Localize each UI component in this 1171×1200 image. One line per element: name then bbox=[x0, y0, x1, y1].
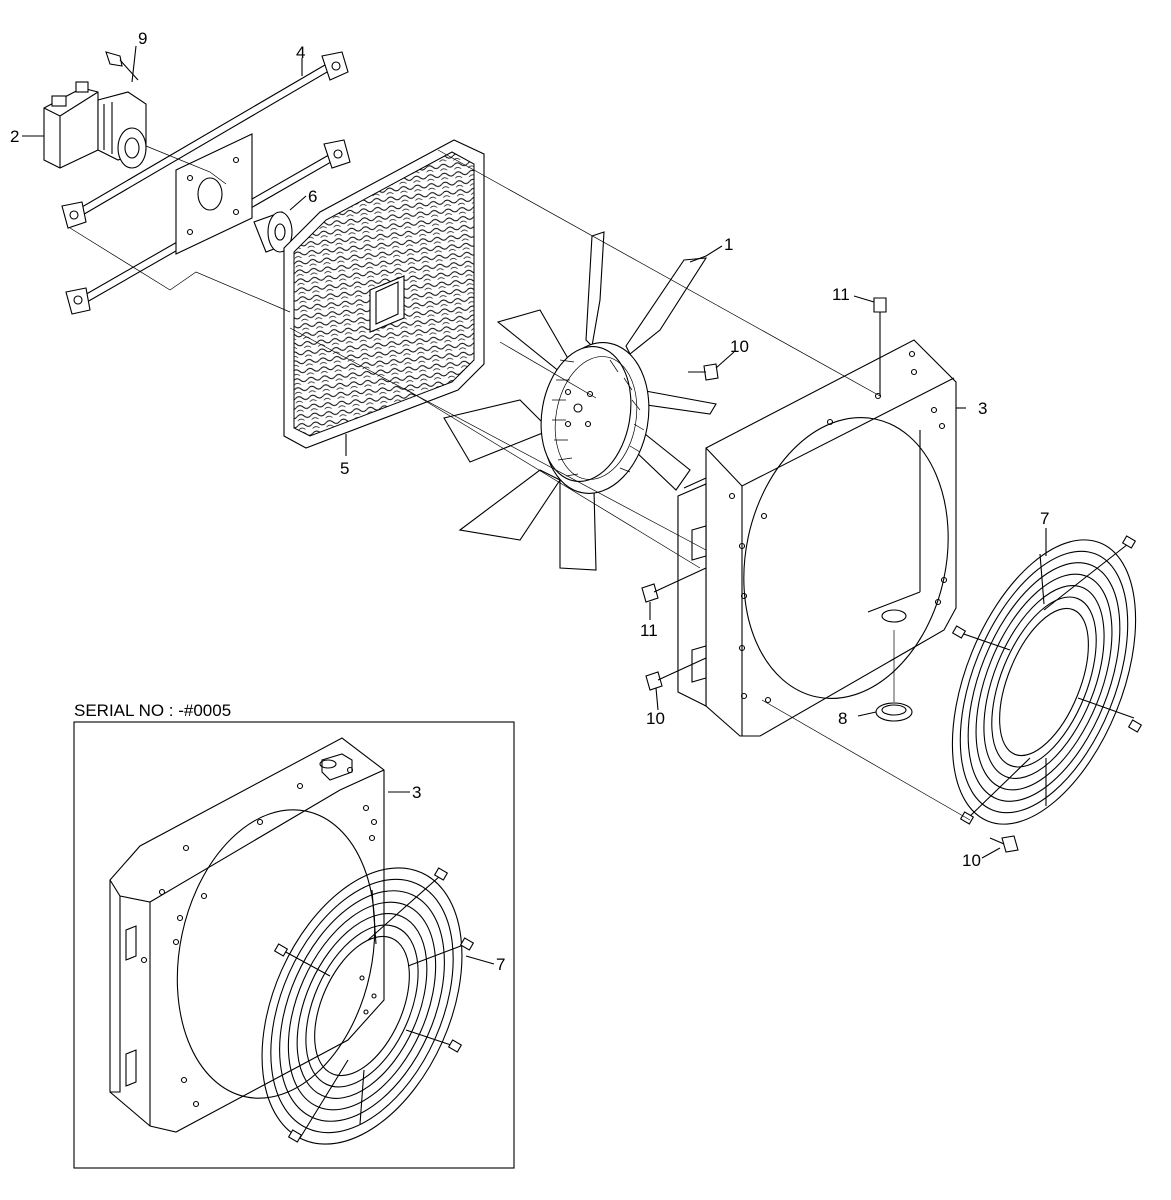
grommet bbox=[875, 702, 913, 722]
callout-6: 6 bbox=[308, 187, 317, 206]
bolts bbox=[641, 297, 1019, 853]
callout-3: 3 bbox=[978, 399, 987, 418]
cooling-fan bbox=[443, 231, 717, 571]
callout-11-side: 11 bbox=[640, 621, 658, 640]
callout-5: 5 bbox=[340, 459, 349, 478]
hydraulic-motor bbox=[43, 81, 147, 169]
callout-10-side: 10 bbox=[646, 709, 665, 728]
inset-callout-leaders bbox=[388, 791, 495, 965]
inset-fan-guard bbox=[261, 867, 475, 1145]
callout-leaders bbox=[22, 45, 1047, 859]
callout-1: 1 bbox=[724, 235, 733, 254]
callout-2: 2 bbox=[10, 127, 19, 146]
callout-8: 8 bbox=[838, 709, 847, 728]
inset-callout-3: 3 bbox=[412, 783, 421, 802]
inset-caption: SERIAL NO : -#0005 bbox=[74, 701, 231, 720]
inset-callout-7: 7 bbox=[496, 955, 505, 974]
radiator-frame bbox=[677, 339, 957, 737]
assembly-lines bbox=[69, 145, 971, 821]
coupling-hub bbox=[253, 211, 293, 253]
fan-shroud bbox=[283, 139, 485, 449]
mounting-plate bbox=[175, 133, 253, 255]
callout-10-fan: 10 bbox=[730, 337, 749, 356]
inset-frame bbox=[73, 721, 515, 1169]
callout-9: 9 bbox=[138, 29, 147, 48]
callout-10-guard: 10 bbox=[962, 851, 981, 870]
fitting-9 bbox=[105, 51, 139, 81]
callout-11-top: 11 bbox=[832, 285, 850, 304]
inset-radiator-frame bbox=[109, 737, 385, 1133]
callout-7: 7 bbox=[1040, 509, 1049, 528]
fan-guard bbox=[951, 535, 1143, 825]
callout-4: 4 bbox=[296, 43, 305, 62]
